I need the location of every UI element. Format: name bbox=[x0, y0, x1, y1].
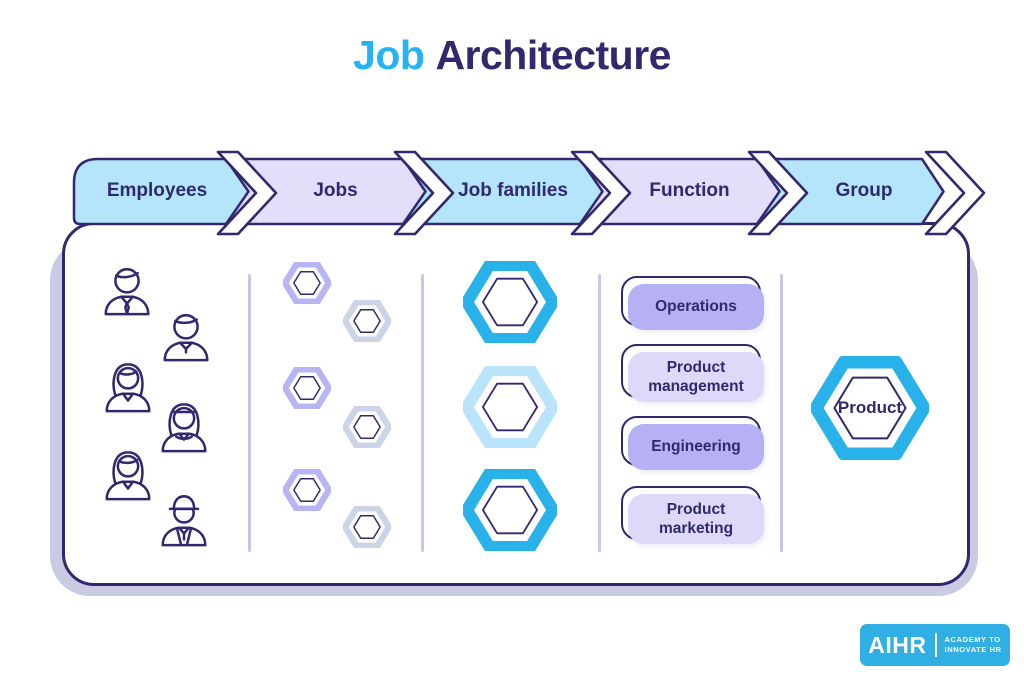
job-hexagon bbox=[343, 300, 391, 342]
chevron-right-icon bbox=[393, 150, 455, 236]
stage-segment-group bbox=[755, 157, 945, 226]
function-label-engineering: Engineering bbox=[621, 416, 764, 470]
logo-wordmark: AIHR bbox=[868, 631, 927, 658]
stage-label-group: Group bbox=[835, 179, 893, 201]
woman-headband-icon bbox=[161, 403, 207, 453]
column-divider bbox=[421, 274, 424, 552]
stage-label-job-families: Job families bbox=[458, 179, 568, 201]
chevron-right-icon bbox=[747, 150, 809, 236]
function-label-text: Product marketing bbox=[658, 500, 734, 537]
title-rest: Architecture bbox=[435, 32, 671, 78]
chevron-right-icon bbox=[570, 150, 632, 236]
function-label-operations: Operations bbox=[621, 276, 764, 330]
function-label-product-marketing: Product marketing bbox=[621, 486, 764, 544]
column-divider bbox=[248, 274, 251, 552]
job-family-hexagon bbox=[463, 366, 557, 448]
stage-label-function: Function bbox=[649, 179, 730, 201]
man-with-tie-icon bbox=[104, 267, 150, 316]
stage-label-employees: Employees bbox=[106, 179, 208, 201]
logo-divider bbox=[934, 633, 937, 657]
product-hexagon-label: Product bbox=[837, 398, 903, 417]
job-hexagon bbox=[283, 367, 331, 409]
job-hexagon bbox=[343, 506, 391, 548]
woman-long-hair-icon bbox=[105, 363, 151, 413]
job-hexagon bbox=[283, 469, 331, 511]
job-hexagon bbox=[343, 406, 391, 448]
job-family-hexagon bbox=[463, 469, 557, 551]
aihr-logo: AIHR ACADEMY TO INNOVATE HR bbox=[860, 624, 1010, 666]
chevron-right-icon bbox=[216, 150, 278, 236]
chevron-right-icon bbox=[924, 150, 986, 236]
logo-tagline: ACADEMY TO INNOVATE HR bbox=[945, 635, 1002, 656]
woman-bob-icon bbox=[105, 451, 151, 501]
job-family-hexagon bbox=[463, 261, 557, 343]
stage-segment-employees bbox=[72, 157, 270, 226]
man-icon bbox=[163, 313, 209, 362]
construction-worker-icon bbox=[161, 495, 207, 547]
logo-tagline-line2: INNOVATE HR bbox=[944, 645, 1002, 654]
logo-tagline-line1: ACADEMY TO bbox=[944, 634, 1001, 644]
column-divider bbox=[780, 274, 783, 552]
column-divider bbox=[598, 274, 601, 552]
function-label-text: Engineering bbox=[651, 438, 741, 456]
function-label-text: Operations bbox=[655, 298, 737, 316]
title-accent: Job bbox=[353, 32, 425, 78]
function-label-text: Product management bbox=[648, 358, 744, 395]
product-hexagon bbox=[811, 356, 929, 460]
stage-label-jobs: Jobs bbox=[313, 179, 358, 201]
job-hexagon bbox=[283, 262, 331, 304]
function-label-product-management: Product management bbox=[621, 344, 764, 402]
